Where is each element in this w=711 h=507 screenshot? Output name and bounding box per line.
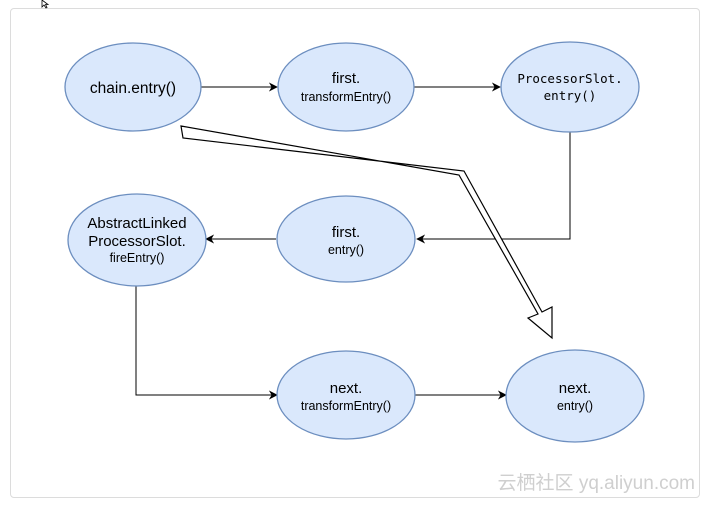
- node-abstract-linked-line2: ProcessorSlot.: [88, 233, 186, 250]
- node-abstract-linked-line3: fireEntry(): [110, 251, 165, 265]
- node-first-entry-shape: [276, 195, 416, 283]
- node-next-transform-line1: next.: [330, 380, 363, 397]
- node-first-transform-shape: [277, 42, 415, 132]
- node-first-transform-line2: transformEntry(): [301, 90, 391, 104]
- mouse-cursor-icon: [41, 0, 50, 9]
- node-first-transform-line1: first.: [332, 70, 360, 87]
- node-chain-entry-shape: [64, 42, 202, 132]
- node-first-entry: first. entry(): [276, 195, 416, 283]
- hollow-arrow: [180, 125, 553, 340]
- node-processor-slot-line1: ProcessorSlot.: [517, 71, 622, 86]
- edge-processor-slot-to-first-entry: [416, 132, 571, 244]
- node-abstract-linked-line1: AbstractLinked: [87, 215, 186, 232]
- node-first-transform: first. transformEntry(): [277, 42, 415, 132]
- node-first-entry-line2: entry(): [328, 243, 364, 257]
- node-next-entry-line1: next.: [559, 380, 592, 397]
- node-chain-entry: chain.entry(): [64, 42, 202, 132]
- node-first-entry-line1: first.: [332, 224, 360, 241]
- node-chain-entry-line1: chain.entry(): [90, 80, 176, 97]
- watermark-text: 云栖社区 yq.aliyun.com: [498, 472, 695, 494]
- node-next-transform: next. transformEntry(): [276, 350, 416, 440]
- edge-abstract-linked-to-next-transform: [135, 286, 278, 400]
- node-abstract-linked: AbstractLinked ProcessorSlot. fireEntry(…: [67, 193, 207, 287]
- node-processor-slot-shape: [500, 41, 640, 133]
- node-next-entry-line2: entry(): [557, 399, 593, 413]
- node-abstract-linked-shape: [67, 193, 207, 287]
- node-next-transform-shape: [276, 350, 416, 440]
- node-next-entry-shape: [505, 349, 645, 443]
- node-processor-slot-line2: entry(): [544, 88, 597, 103]
- node-next-transform-line2: transformEntry(): [301, 399, 391, 413]
- node-next-entry: next. entry(): [505, 349, 645, 443]
- node-processor-slot: ProcessorSlot. entry(): [500, 41, 640, 133]
